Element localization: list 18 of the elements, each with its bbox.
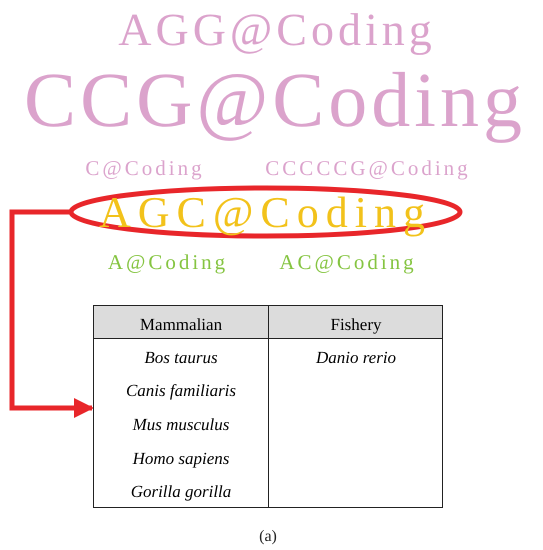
- word-text: CCCCCG@Coding: [265, 158, 471, 178]
- species-name: Canis familiaris: [126, 382, 236, 398]
- species-name: Bos taurus: [144, 348, 218, 366]
- word-text: AGG@Coding: [118, 7, 436, 53]
- caption: (a): [259, 529, 277, 545]
- species-name: Mus musculus: [132, 416, 230, 432]
- species-name: Homo sapiens: [132, 450, 230, 466]
- species-name: Gorilla gorilla: [130, 482, 232, 500]
- column-header: Mammalian: [140, 316, 222, 332]
- column-header: Fishery: [330, 316, 382, 332]
- species-table: [93, 305, 443, 508]
- word-text: A@Coding: [108, 252, 228, 272]
- species-name: Danio rerio: [316, 348, 396, 366]
- arrow: [10, 210, 94, 418]
- word-text: AGC@Coding: [98, 191, 433, 235]
- word-text: C@Coding: [85, 158, 205, 178]
- highlight-ellipse: [68, 185, 463, 239]
- word-text: AC@Coding: [279, 252, 417, 272]
